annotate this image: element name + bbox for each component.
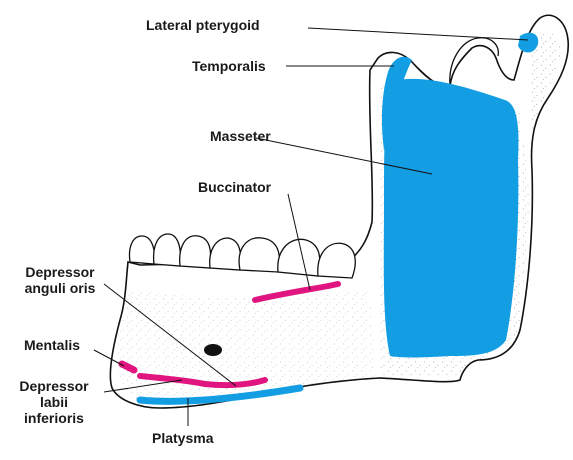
label-line: Depressor	[14, 378, 94, 394]
label-line: labii	[14, 394, 94, 410]
label-line: anguli oris	[12, 280, 108, 296]
label-lateral-pterygoid: Lateral pterygoid	[146, 17, 260, 33]
label-buccinator: Buccinator	[198, 179, 271, 195]
label-depressor-labii-inferioris: Depressor labii inferioris	[14, 378, 94, 426]
label-masseter: Masseter	[210, 128, 271, 144]
masseter-attachment	[384, 79, 519, 358]
leader-lateral-pterygoid	[308, 28, 528, 40]
label-platysma: Platysma	[152, 430, 213, 446]
tooth	[318, 243, 355, 278]
label-line: Depressor	[12, 264, 108, 280]
label-mentalis: Mentalis	[24, 337, 80, 353]
label-temporalis: Temporalis	[192, 58, 266, 74]
label-line: inferioris	[14, 410, 94, 426]
tooth	[278, 239, 320, 276]
mental-foramen	[204, 344, 222, 356]
tooth	[180, 236, 211, 268]
tooth	[154, 234, 181, 266]
tooth	[210, 238, 241, 270]
tooth	[239, 238, 279, 272]
label-depressor-anguli-oris: Depressor anguli oris	[12, 264, 108, 296]
tooth	[130, 236, 155, 264]
